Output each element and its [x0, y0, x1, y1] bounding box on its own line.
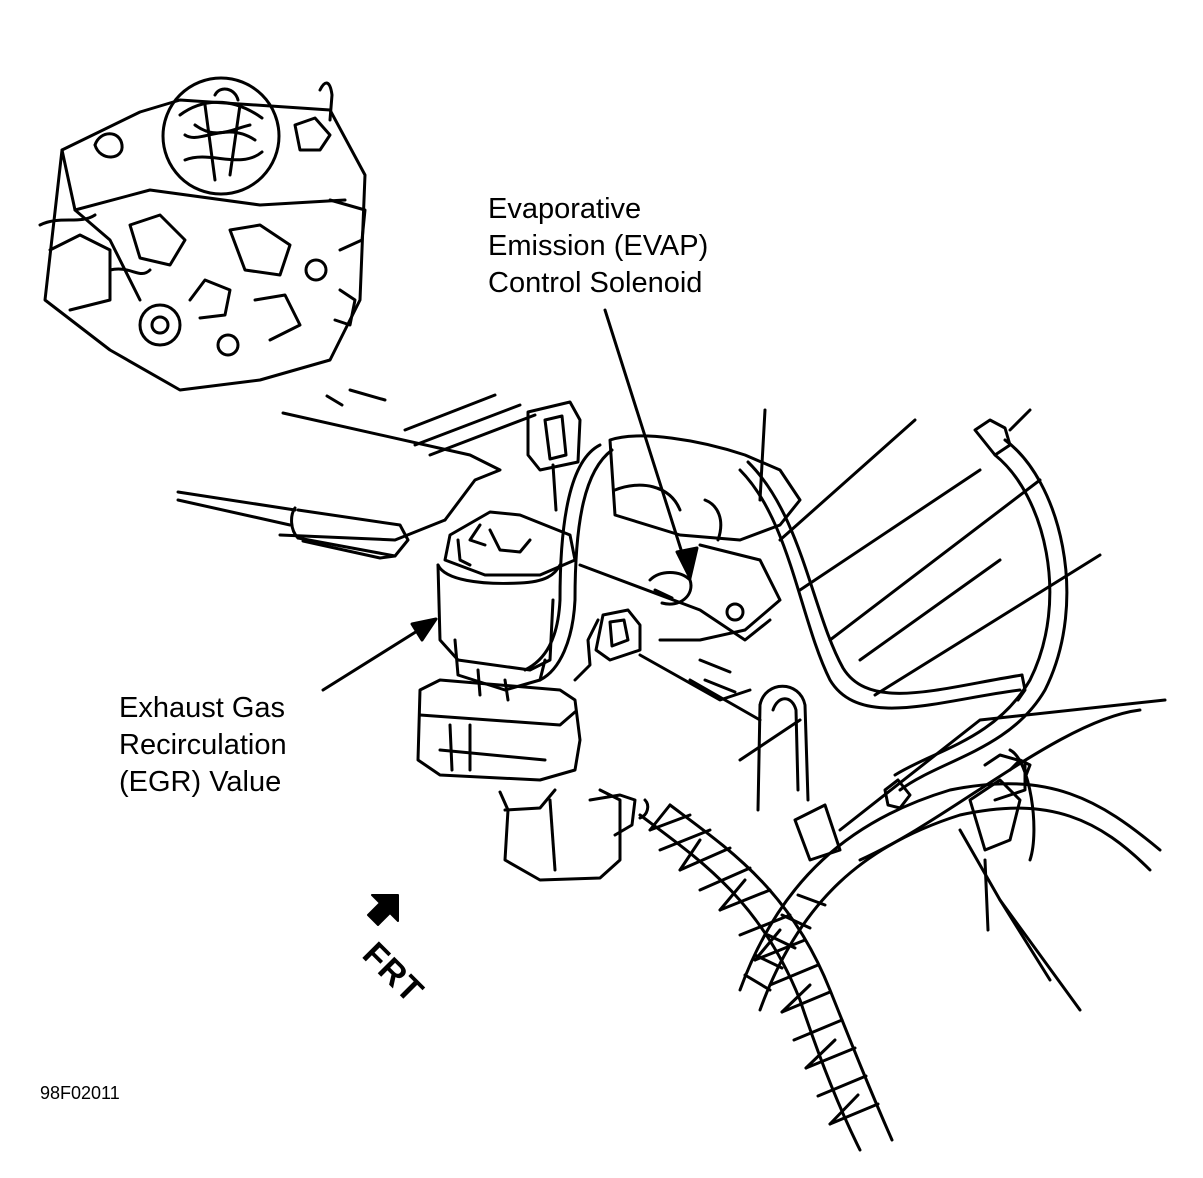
- egr-valve: [416, 510, 650, 882]
- engine-locator-thumbnail: [38, 76, 367, 392]
- electrical-connectors: [526, 400, 642, 682]
- front-arrow-icon: [367, 894, 399, 926]
- pipe-bracket: [756, 684, 842, 862]
- egr-valve-label: Exhaust Gas Recirculation (EGR) Value: [119, 692, 287, 798]
- vacuum-hose-large: [883, 418, 1069, 810]
- egr-leader: [321, 617, 438, 692]
- braided-hose-lower: [638, 803, 894, 1152]
- evap-solenoid: [578, 434, 802, 702]
- figure-id: 98F02011: [40, 1083, 120, 1103]
- intake-manifold: [176, 388, 537, 560]
- braided-hose-upper: [738, 782, 1162, 1012]
- evap-solenoid-label: Evaporative Emission (EVAP) Control Sole…: [488, 193, 709, 299]
- evap-leader: [603, 308, 699, 580]
- vacuum-hose-evap: [523, 443, 1027, 710]
